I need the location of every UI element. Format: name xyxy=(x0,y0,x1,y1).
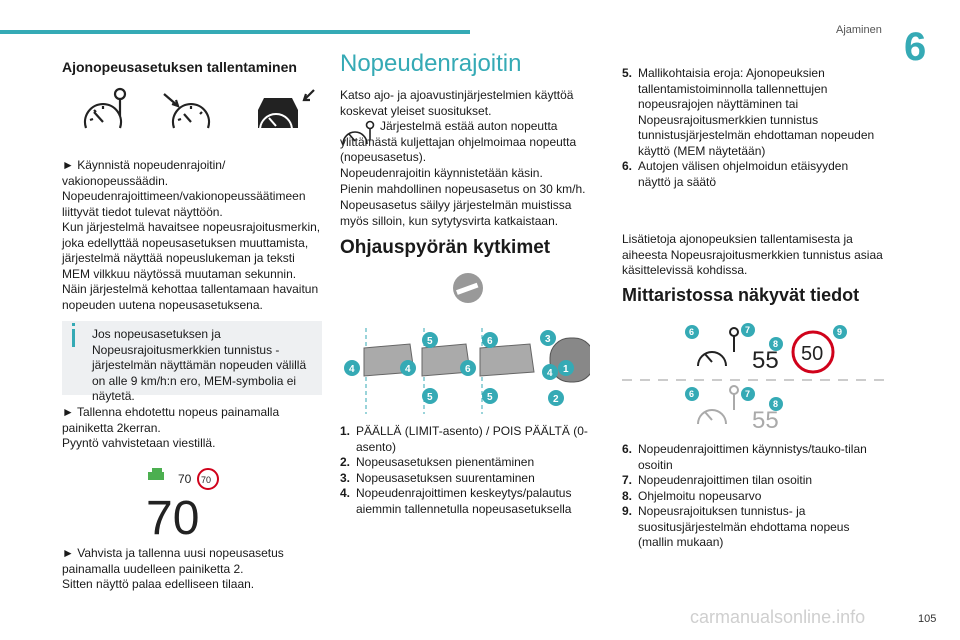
paragraph-see-recommendations: Katso ajo- ja ajoavustinjärjestelmien kä… xyxy=(340,88,574,118)
switch-callout-4: 4 xyxy=(344,360,360,376)
list-item: 3.Nopeusasetuksen suurentaminen xyxy=(340,470,535,485)
list-item: 9.Nopeusrajoituksen tunnistus- ja suosit… xyxy=(622,504,850,549)
callout-9: 9 xyxy=(833,325,847,339)
programmed-speed-paused: 55 xyxy=(752,407,779,434)
switch-callout-4: 4 xyxy=(400,360,416,376)
svg-text:5: 5 xyxy=(427,336,433,347)
svg-text:6: 6 xyxy=(465,364,471,375)
svg-text:6: 6 xyxy=(689,327,694,337)
switch-callout-5: 5 xyxy=(422,388,438,404)
callout-8b: 8 xyxy=(769,397,783,411)
paragraph-sign-detected: Kun järjestelmä havaitsee nopeusrajoitus… xyxy=(62,220,321,281)
info-note: Jos nopeusasetuksen ja Nopeusrajoitusmer… xyxy=(62,321,322,403)
svg-text:4: 4 xyxy=(405,364,411,375)
switch-callout-2: 2 xyxy=(548,390,564,406)
paragraph-manual-start: Nopeudenrajoitin käynnistetään käsin. xyxy=(340,166,543,180)
list-item: 2.Nopeusasetuksen pienentäminen xyxy=(340,455,535,469)
paragraph-return: Sitten näyttö palaa edelliseen tilaan. xyxy=(62,577,255,591)
svg-text:5: 5 xyxy=(427,392,433,403)
svg-text:8: 8 xyxy=(773,339,778,349)
chapter-number: 6 xyxy=(904,25,927,69)
list-item: 1.PÄÄLLÄ (LIMIT-asento) / POIS PÄÄLTÄ (0… xyxy=(340,424,588,454)
steering-wheel-icon xyxy=(453,273,483,303)
limiter-gauge-icon xyxy=(697,327,739,367)
speed-limiter-icon xyxy=(83,87,127,129)
limiter-gauge-icon-paused xyxy=(697,385,739,425)
speed-limiter-small-icon xyxy=(342,120,375,145)
callout-7: 7 xyxy=(741,323,755,337)
paragraph-more-info: Lisätietoja ajonopeuksien tallentamisest… xyxy=(622,232,883,277)
callout-6: 6 xyxy=(685,325,699,339)
svg-text:6: 6 xyxy=(689,389,694,399)
paragraph-system-prevents: Järjestelmä estää auton nopeutta ylittäm… xyxy=(340,119,577,164)
paragraph-save-twice: ► Tallenna ehdotettu nopeus painamalla p… xyxy=(62,405,280,435)
header-accent-bar xyxy=(0,30,470,34)
paragraph-prompt: Näin järjestelmä kehottaa tallentamaan h… xyxy=(62,282,319,312)
switch-callout-5: 5 xyxy=(482,388,498,404)
cluster-display-illustration: 55 50 55 6 7 8 9 6 7 8 xyxy=(622,323,884,434)
adaptive-cruise-icon xyxy=(258,89,315,131)
svg-text:1: 1 xyxy=(563,364,569,375)
paragraph-min-speed: Pienin mahdollinen nopeusasetus on 30 km… xyxy=(340,182,586,196)
speed-sign-circle xyxy=(197,468,219,490)
switch-callout-4: 4 xyxy=(542,364,558,380)
info-icon-dot xyxy=(72,323,75,326)
svg-text:6: 6 xyxy=(487,336,493,347)
paragraph-activate: ► Käynnistä nopeudenrajoitin/ vakionopeu… xyxy=(62,158,226,188)
icons-row xyxy=(83,87,315,131)
list-item: 4.Nopeudenrajoittimen keskeytys/palautus… xyxy=(340,486,572,516)
callout-6b: 6 xyxy=(685,387,699,401)
cruise-control-icon xyxy=(163,93,211,129)
section-title-speed-memory: Ajonopeusasetuksen tallentaminen xyxy=(62,59,297,75)
switch-callout-3: 3 xyxy=(540,330,556,346)
svg-text:3: 3 xyxy=(545,334,551,345)
svg-text:7: 7 xyxy=(745,325,750,335)
switch-callout-6: 6 xyxy=(460,360,476,376)
svg-text:7: 7 xyxy=(745,389,750,399)
paragraph-info-shown: Nopeudenrajoittimeen/vakionopeussäätimee… xyxy=(62,189,306,219)
switch-callout-6: 6 xyxy=(482,332,498,348)
callout-8: 8 xyxy=(769,337,783,351)
section-title-speed-limiter: Nopeudenrajoitin xyxy=(340,50,522,77)
large-speed-value: 70 xyxy=(146,492,199,540)
svg-text:9: 9 xyxy=(837,327,842,337)
paragraph-confirm-save: ► Vahvista ja tallenna uusi nopeusasetus… xyxy=(62,546,284,576)
list-item: 6.Autojen välisen ohjelmoidun etäisyyden… xyxy=(622,159,849,189)
svg-text:2: 2 xyxy=(553,394,559,405)
programmed-speed: 55 xyxy=(752,347,779,374)
svg-text:4: 4 xyxy=(547,368,553,379)
svg-text:5: 5 xyxy=(487,392,493,403)
svg-text:4: 4 xyxy=(349,364,355,375)
paragraph-memory-retained: Nopeusasetus säilyy järjestelmän muistis… xyxy=(340,198,572,228)
speed-sign-value: 50 xyxy=(801,343,823,365)
page-number: 105 xyxy=(918,613,937,625)
watermark: carmanualsonline.info xyxy=(690,607,866,627)
list-item: 7.Nopeudenrajoittimen tilan osoitin xyxy=(622,473,813,487)
continued-list: 5.Mallikohtaisia eroja: Ajonopeuksien ta… xyxy=(622,66,884,190)
cluster-info-list: 6.Nopeudenrajoittimen käynnistys/tauko-t… xyxy=(622,442,884,551)
list-item: 5.Mallikohtaisia eroja: Ajonopeuksien ta… xyxy=(622,66,875,158)
steering-switches-list: 1.PÄÄLLÄ (LIMIT-asento) / POIS PÄÄLTÄ (0… xyxy=(340,424,590,517)
small-speed-value: 70 xyxy=(178,472,192,486)
memory-display-illustration: 70 70 70 xyxy=(146,468,219,540)
mem-car-icon xyxy=(148,468,164,480)
switch-stalk-3 xyxy=(479,343,535,377)
svg-text:8: 8 xyxy=(773,399,778,409)
info-icon xyxy=(72,329,75,347)
speed-sign-value: 70 xyxy=(201,475,211,485)
list-item: 8.Ohjelmoitu nopeusarvo xyxy=(622,488,762,503)
info-note-text: Jos nopeusasetuksen ja Nopeusrajoitusmer… xyxy=(92,327,307,403)
speed-sign-circle xyxy=(791,330,835,374)
section-title-steering-switches: Ohjauspyörän kytkimet xyxy=(340,237,551,258)
switch-callout-5: 5 xyxy=(422,332,438,348)
section-name: Ajaminen xyxy=(836,24,882,36)
section-title-cluster-info: Mittaristossa näkyvät tiedot xyxy=(622,285,860,305)
callout-7b: 7 xyxy=(741,387,755,401)
switch-callout-1: 1 xyxy=(558,360,574,376)
list-item: 6.Nopeudenrajoittimen käynnistys/tauko-t… xyxy=(622,442,867,472)
paragraph-confirm-message: Pyyntö vahvistetaan viestillä. xyxy=(62,436,216,450)
